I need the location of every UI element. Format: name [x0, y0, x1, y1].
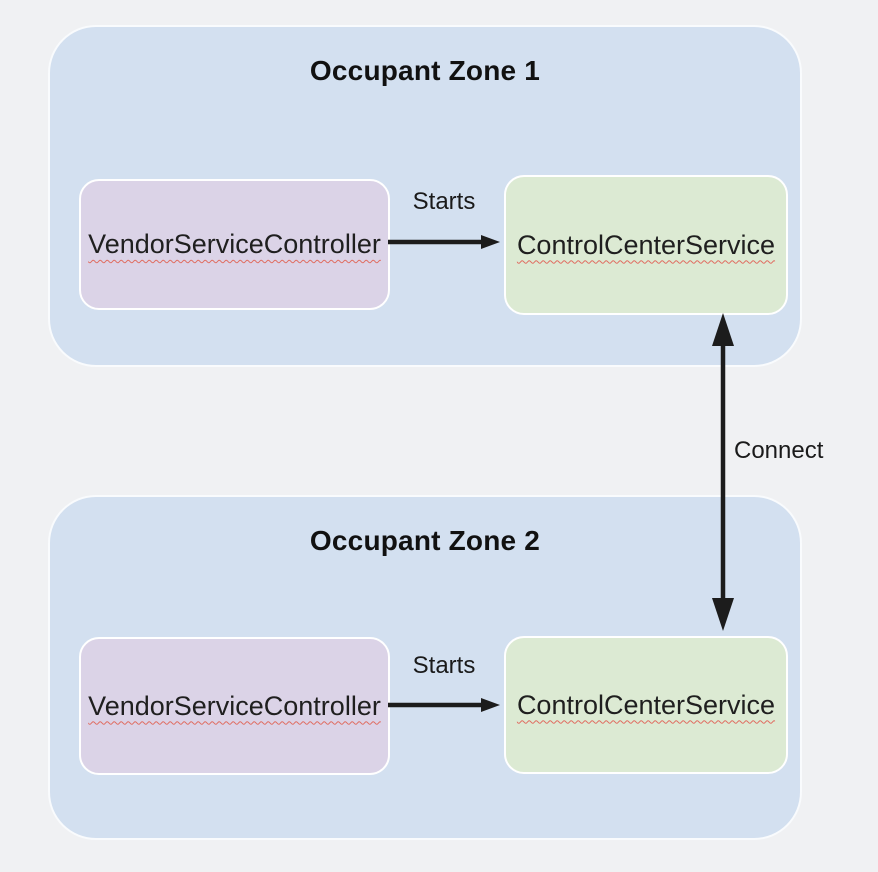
vendor-service-controller-label: VendorServiceController [88, 229, 381, 259]
zone-1-title: Occupant Zone 1 [309, 55, 541, 86]
zone-2-starts-edge-label: Starts [412, 652, 476, 679]
occupant-zone-2: Occupant Zone 2 VendorServiceController … [48, 495, 802, 840]
connect-double-arrow-icon [712, 313, 734, 631]
zone-1-control-center-service-node: ControlCenterService [504, 175, 788, 315]
zone-2-control-center-service-node: ControlCenterService [504, 636, 788, 774]
arrow-head-right [481, 235, 500, 249]
vendor-service-controller-label: VendorServiceController [88, 690, 381, 721]
control-center-service-label: ControlCenterService [516, 689, 776, 720]
zone-2-title: Occupant Zone 2 [309, 525, 541, 556]
arrow-head-right [481, 698, 500, 712]
occupant-zone-1: Occupant Zone 1 VendorServiceController … [48, 25, 802, 367]
arrow-head-up [712, 313, 734, 346]
zone-1-starts-edge-label: Starts [412, 188, 476, 215]
connect-edge-label: Connect [734, 437, 824, 464]
zone-1-vendor-service-controller-node: VendorServiceController [79, 179, 390, 310]
arrow-head-down [712, 598, 734, 631]
control-center-service-label: ControlCenterService [516, 229, 776, 260]
zone-1-starts-arrow-icon [388, 235, 500, 249]
zone-2-vendor-service-controller-node: VendorServiceController [79, 637, 390, 775]
zone-2-starts-arrow-icon [388, 698, 500, 712]
